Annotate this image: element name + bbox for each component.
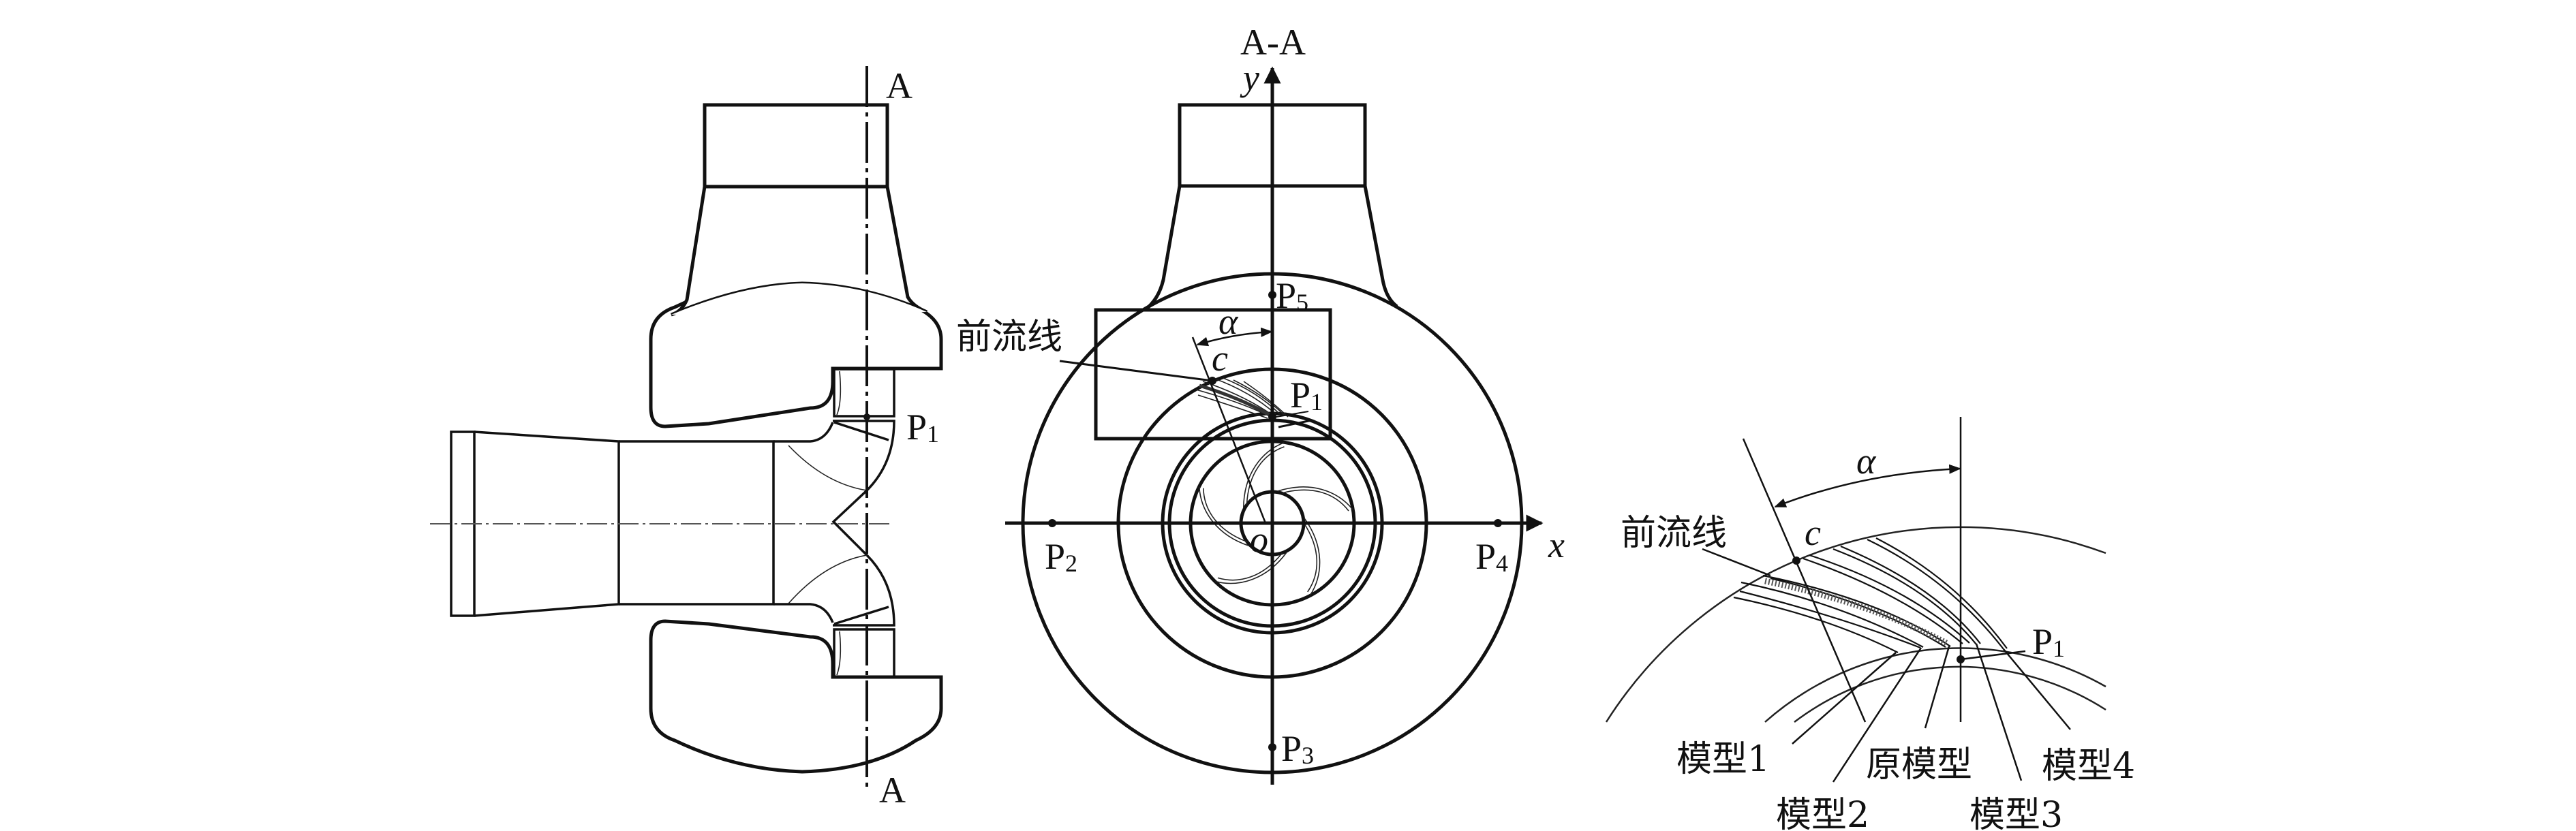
detail-region-box <box>1094 308 1332 441</box>
p1-label: P1 <box>1290 375 1323 416</box>
front-streamline-ray <box>1191 336 1267 524</box>
p5-label: P5 <box>1276 275 1308 316</box>
front-streamline-leader <box>1702 548 1771 577</box>
volute-lower <box>649 619 943 774</box>
section-mark-bottom: A <box>879 770 906 811</box>
wear-ring-lower <box>833 628 895 678</box>
front-streamline-ray <box>1742 438 1867 723</box>
point-c <box>1792 556 1800 565</box>
tongue-detail-view: α c 前流线 P1 模型1 原模型 模型4 模型2 模型3 <box>1605 417 2135 831</box>
model4-label: 模型4 <box>2042 746 2135 787</box>
point-c-label: c <box>1805 512 1821 553</box>
front-streamline-label: 前流线 <box>956 317 1062 358</box>
model-leaders <box>1792 643 2071 783</box>
front-streamline-label: 前流线 <box>1621 513 1727 554</box>
p1-point <box>1268 413 1276 421</box>
base-circle-arc <box>1764 647 2106 723</box>
front-streamline-leader <box>1059 360 1213 382</box>
p3-point <box>1268 743 1276 751</box>
p1-label: P1 <box>2032 621 2065 662</box>
p5-point <box>1268 291 1276 299</box>
inlet-pipe <box>450 422 834 623</box>
model2-label: 模型2 <box>1776 795 1869 831</box>
angle-alpha-label: α <box>1218 301 1239 342</box>
p2-label: P2 <box>1045 536 1077 577</box>
original-model-label: 原模型 <box>1866 744 1972 785</box>
impeller-arc <box>1794 665 2106 723</box>
outlet-taper <box>1144 185 1182 311</box>
p4-label: P4 <box>1475 536 1508 577</box>
y-axis-label: y <box>1240 57 1259 98</box>
x-axis-label: x <box>1548 524 1565 565</box>
point-c <box>1208 377 1216 385</box>
side-section-view: A A P1 <box>430 65 943 811</box>
p2-point <box>1048 519 1056 527</box>
angle-alpha-label: α <box>1856 441 1877 482</box>
p1-leader <box>1278 419 1313 428</box>
model3-label: 模型3 <box>1969 795 2063 831</box>
angle-alpha-arc <box>1774 464 1961 508</box>
tongue-variants <box>1195 377 1289 419</box>
p1-leader <box>1960 650 2026 661</box>
outlet-flange <box>703 103 889 189</box>
p3-label: P3 <box>1281 728 1314 769</box>
section-mark-top: A <box>886 65 913 106</box>
origin-label: o <box>1250 519 1268 560</box>
p1-label: P1 <box>906 407 939 448</box>
tongue-variant-lines <box>1733 537 2008 653</box>
p4-point <box>1494 519 1502 527</box>
section-a-a-view: A-A y x o c α 前流线 P5 P1 P2 P4 P3 <box>956 22 1565 785</box>
section-title: A-A <box>1240 22 1306 63</box>
wear-ring-upper <box>833 368 895 418</box>
impeller-profile <box>788 420 895 627</box>
angle-alpha-arc <box>1196 327 1273 347</box>
p1-point <box>863 413 870 420</box>
point-c-label: c <box>1212 338 1228 379</box>
p1-point <box>1957 655 1965 663</box>
volute-outer-arc <box>1605 526 2106 723</box>
model1-label: 模型1 <box>1676 739 1770 780</box>
